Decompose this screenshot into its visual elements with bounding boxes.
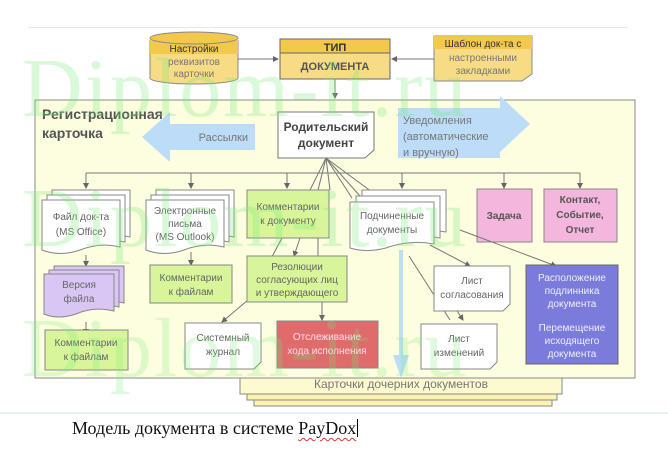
file-doc-line-1: Файл док-та [53,212,110,223]
original-location-line-6: исходящего [545,336,600,347]
doc-comments-node: Комментарии к документу [246,189,330,239]
system-log-line-1: Системный [196,333,249,344]
top-connectors [238,56,434,99]
parent-document: Родительский документ [277,111,375,159]
change-sheet-node: Лист изменений [420,323,498,370]
task-label: Задача [487,211,522,222]
sub-docs-line-1: Подчиненные [360,211,424,222]
figure-caption: Модель документа в системе PayDox [72,418,359,439]
original-location-line-2: подлинника [545,286,600,297]
reg-card-title-2: карточка [42,125,103,141]
contact-event-report-node: Контакт, Событие, Отчет [543,188,618,243]
sub-documents-node: Подчиненные документы [349,189,447,252]
card-settings-title: Настройки [169,44,218,55]
email-file-comments-line-2: к файлам [169,286,214,298]
notifications-line-2: (автоматические [403,131,488,143]
file-comments-line-1: Комментарии [55,338,118,349]
file-comments-node: Комментарии к файлам [44,329,129,371]
system-log-line-2: журнал [206,347,240,358]
doc-comments-line-2: к документу [260,216,316,227]
notifications-line-1: Уведомления [403,115,472,127]
distribution-lines [83,157,583,199]
task-node: Задача [476,188,533,243]
resolutions-line-1: Резолюции [271,262,323,273]
notifications-arrow: Уведомления (автоматические и вручную) [398,96,530,159]
original-location-line-7: документа [548,349,597,360]
original-location-line-5: Перемещение [539,323,606,334]
tracking-line-2: хода исполнения [287,346,366,357]
file-comments-line-2: к файлам [64,351,109,363]
emails-node: Электронные письма (MS Outlook) [145,189,235,254]
mailings-label: Рассылки [199,132,248,144]
template-note: Шаблон док-та с настроенными закладками [433,35,533,82]
card-settings-line-2: карточки [174,69,214,80]
original-location-line-3: документа [548,299,597,310]
emails-line-3: (MS Outlook) [156,232,215,243]
resolutions-line-3: и утверждающего [256,288,339,299]
card-settings-line-1: реквизитов [168,57,220,68]
system-log-node: Системный журнал [184,322,262,370]
contact-line-1: Контакт, [560,195,601,206]
reg-card-title-1: Регистрационная [42,106,163,122]
doc-type-line-1: ТИП [324,42,347,54]
email-file-comments-node: Комментарии к файлам [149,264,233,304]
sub-docs-line-2: документы [367,225,418,236]
doc-type-line-2: ДОКУМЕНТА [301,61,370,73]
approval-sheet-node: Лист согласования [433,265,511,312]
parent-doc-line-1: Родительский [284,120,369,134]
approval-sheet-line-2: согласования [440,290,503,301]
card-settings-cylinder: Настройки реквизитов карточки [149,31,239,85]
tracking-line-1: Отслеживание [293,332,362,343]
change-sheet-line-1: Лист [448,334,470,345]
child-cards-label: Карточки дочерних документов [314,377,488,391]
notifications-line-3: и вручную) [403,147,459,159]
approval-sheet-line-1: Лист [461,276,483,287]
child-docs-arrow [393,250,409,378]
original-location-node: Расположение подлинника документа Переме… [525,264,619,365]
emails-line-2: письма [168,219,202,230]
email-file-comments-line-1: Комментарии [160,273,223,284]
emails-line-1: Электронные [154,206,217,217]
resolutions-node: Резолюции согласующих лиц и утверждающег… [246,255,348,303]
template-line-2: закладками [456,66,510,77]
caption-text: Модель документа в системе [72,418,299,438]
contact-line-3: Отчет [566,225,595,236]
doc-type-box: ТИП ДОКУМЕНТА [279,38,391,80]
file-version-line-1: Версия [62,280,96,291]
page-separator [0,412,668,414]
tracking-node: Отслеживание хода исполнения [276,320,379,369]
contact-line-2: Событие, [556,209,604,221]
file-version-line-2: файла [64,293,95,305]
file-doc-line-2: (MS Office) [56,227,106,238]
caption-product: PayDox [298,418,357,438]
change-sheet-line-2: изменений [434,348,484,359]
text-cursor [357,419,359,437]
parent-doc-line-2: документ [298,136,354,150]
template-title: Шаблон док-та с [445,38,522,50]
doc-comments-line-1: Комментарии [257,202,320,213]
template-line-1: настроенными [449,53,517,64]
page-top-rule [28,27,628,28]
file-version-node: Версия файла [43,265,125,318]
file-document-node: Файл док-та (MS Office) [41,189,131,254]
mailings-arrow: Рассылки [142,112,255,162]
resolutions-line-2: согласующих лиц [256,275,338,286]
original-location-line-1: Расположение [538,273,606,284]
